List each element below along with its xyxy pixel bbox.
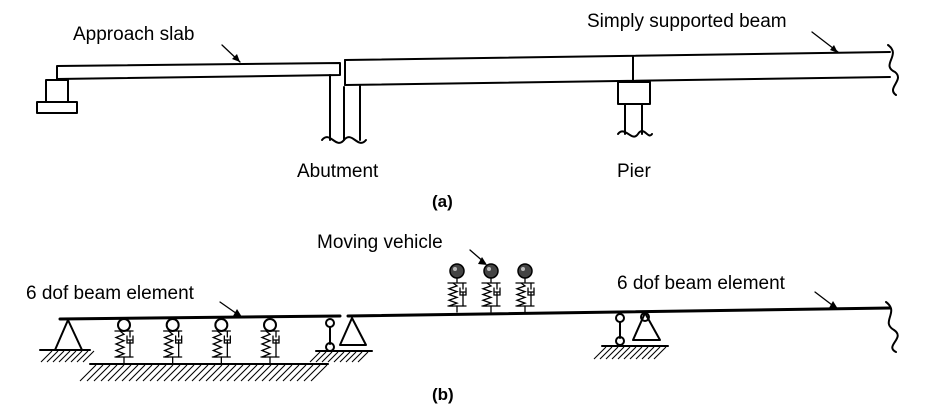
left-beam-element-label: 6 dof beam element [26,283,195,304]
vehicle-unit [515,263,535,313]
panel-b: 6 dof beam element 6 dof beam element Mo… [26,232,899,404]
right-element-arrow [829,301,838,309]
simply-supported-beam-label: Simply supported beam [587,11,787,32]
abutment-support [309,317,373,363]
left-element-arrow [233,309,242,317]
soil-spring-group [114,318,280,364]
moving-vehicle-group [447,263,535,313]
vehicle-arrow [478,257,487,265]
soil-spring [114,318,134,364]
soil-spring [211,318,231,364]
approach-slab-label: Approach slab [73,24,194,45]
caption-a: (a) [432,192,453,211]
approach-ground [39,349,329,382]
approach-slab [36,62,341,114]
pier [617,56,653,138]
simply-supported-beam [344,44,899,96]
moving-vehicle-label: Moving vehicle [317,232,443,253]
pier-support [593,312,669,360]
left-end-support [54,319,83,351]
abutment [321,74,367,144]
soil-spring [260,318,280,364]
vehicle-unit [447,263,467,313]
pier-label: Pier [617,161,651,182]
left-beam-element [58,314,342,321]
right-beam-break [885,301,899,353]
soil-spring [162,318,183,364]
right-beam-element-label: 6 dof beam element [617,273,786,294]
panel-a: Approach slab Simply supported beam Abut… [36,11,899,211]
caption-b: (b) [432,385,454,404]
abutment-label: Abutment [297,161,379,182]
beam-arrow [830,45,838,53]
vehicle-unit [481,263,501,313]
right-beam-element [346,306,892,318]
approach-slab-arrow [232,54,240,62]
